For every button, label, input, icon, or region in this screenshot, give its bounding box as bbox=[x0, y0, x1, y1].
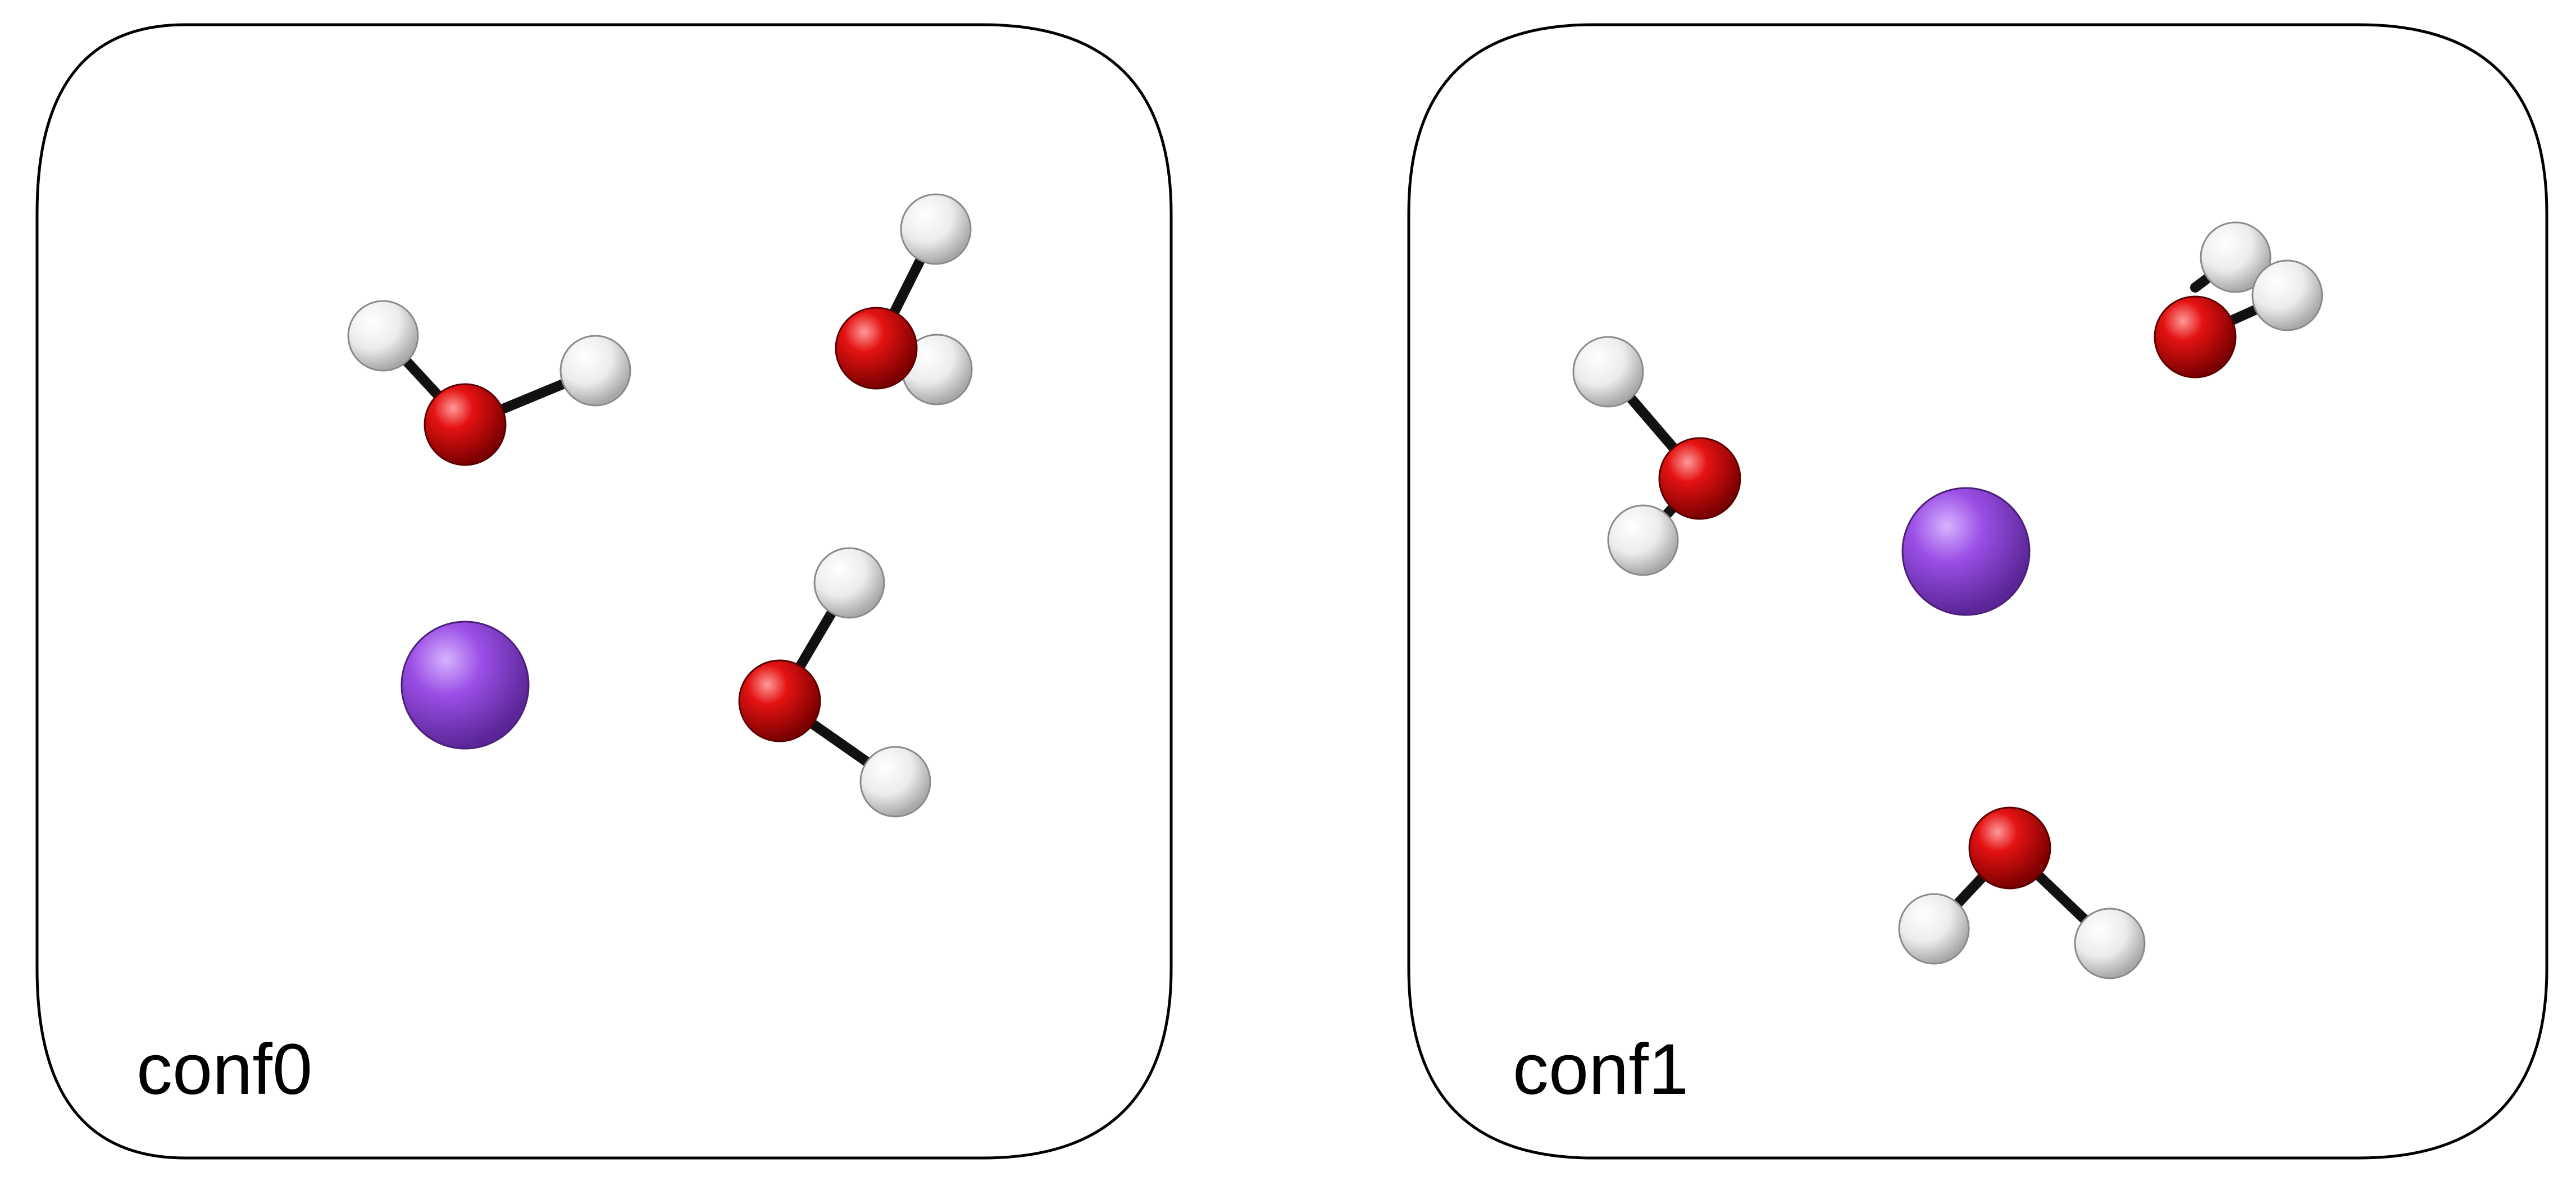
panel-label: conf1 bbox=[1513, 1029, 1688, 1110]
oxygen-atom bbox=[1968, 806, 2051, 890]
hydrogen-atom bbox=[813, 547, 885, 619]
hydrogen-atom bbox=[1898, 893, 1970, 965]
sodium-ion bbox=[400, 621, 530, 750]
oxygen-atom bbox=[1658, 437, 1741, 520]
hydrogen-atom bbox=[2200, 221, 2272, 293]
molecule-layer bbox=[1572, 221, 2323, 979]
hydrogen-atom bbox=[347, 300, 419, 372]
oxygen-atom bbox=[2154, 295, 2237, 379]
panel-label: conf0 bbox=[136, 1029, 312, 1110]
hydrogen-atom bbox=[2074, 908, 2146, 979]
hydrogen-atom bbox=[859, 746, 931, 818]
oxygen-atom bbox=[424, 383, 507, 466]
oxygen-atom bbox=[835, 307, 918, 390]
hydrogen-atom bbox=[2251, 259, 2323, 331]
hydrogen-atom bbox=[559, 335, 631, 407]
hydrogen-atom bbox=[1572, 336, 1644, 408]
panel-conf0: conf0 bbox=[35, 23, 1173, 1160]
hydrogen-atom bbox=[900, 193, 972, 265]
sodium-ion bbox=[1901, 487, 2031, 616]
molecule-layer bbox=[347, 193, 973, 818]
oxygen-atom bbox=[738, 659, 821, 742]
hydrogen-atom bbox=[1607, 504, 1679, 576]
panel-frame bbox=[35, 23, 1173, 1160]
panel-frame bbox=[1407, 23, 2548, 1160]
panel-conf1: conf1 bbox=[1407, 23, 2548, 1160]
